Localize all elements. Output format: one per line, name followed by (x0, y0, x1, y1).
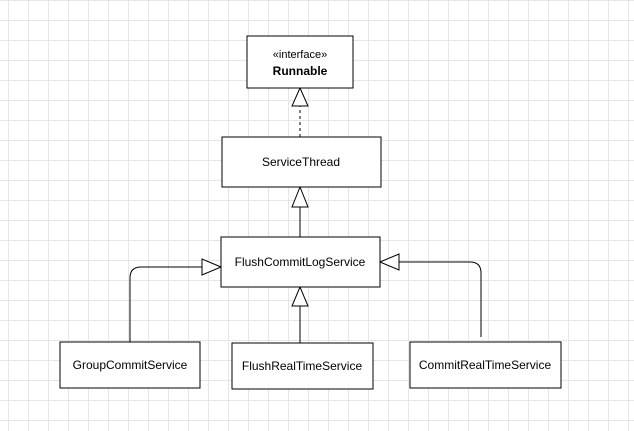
edge-flushrealtimeservice-extends-flushcommitlogservice (291, 285, 309, 343)
class-name-flushrealtimeservice: FlushRealTimeService (242, 359, 363, 373)
class-box-servicethread: ServiceThread (221, 136, 382, 188)
edge-flushcommitlogservice-extends-servicethread (291, 185, 309, 237)
hollow-triangle-arrowhead (201, 258, 223, 276)
class-name-groupcommitservice: GroupCommitService (73, 358, 188, 372)
class-box-flushrealtimeservice: FlushRealTimeService (231, 342, 374, 390)
edge-servicethread-realizes-runnable (291, 86, 309, 137)
class-box-flushcommitlogservice: FlushCommitLogService (220, 236, 381, 288)
interface-stereotype-label: «interface» (273, 49, 327, 61)
class-box-runnable: «interface» Runnable (246, 35, 354, 89)
hollow-triangle-arrowhead (378, 253, 400, 271)
class-name-commitrealtimeservice: CommitRealTimeService (419, 358, 552, 372)
hollow-triangle-arrowhead (291, 86, 309, 107)
hollow-triangle-arrowhead (291, 185, 309, 208)
hollow-triangle-arrowhead (291, 285, 309, 307)
class-box-groupcommitservice: GroupCommitService (59, 341, 201, 389)
class-name-servicethread: ServiceThread (262, 155, 340, 169)
class-name-runnable: Runnable (273, 64, 328, 78)
edge-groupcommitservice-extends-flushcommitlogservice (129, 258, 223, 342)
edge-commitrealtimeservice-extends-flushcommitlogservice (378, 253, 482, 337)
class-name-flushcommitlogservice: FlushCommitLogService (235, 255, 366, 269)
class-box-commitrealtimeservice: CommitRealTimeService (409, 341, 562, 389)
